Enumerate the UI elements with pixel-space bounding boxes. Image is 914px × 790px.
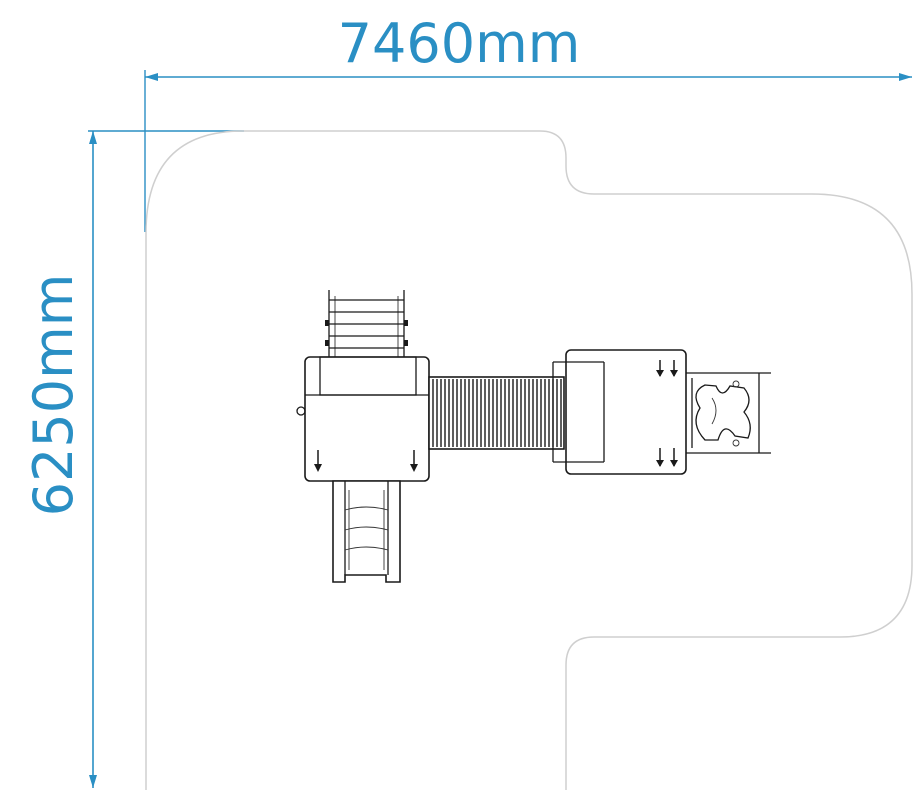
width-arrow-right <box>899 73 912 81</box>
slide <box>332 480 401 583</box>
climbing-ladder <box>325 290 408 358</box>
safety-zone-outline <box>145 130 913 790</box>
height-arrow-top <box>89 131 97 144</box>
platform-right <box>552 349 687 475</box>
width-arrow-left <box>145 73 158 81</box>
height-label: 6250mm <box>22 274 85 517</box>
crawl-tunnel <box>428 376 565 450</box>
play-structure <box>296 290 771 583</box>
width-dimension: 7460mm <box>144 12 912 232</box>
platform-left <box>296 356 430 482</box>
height-dimension: 6250mm <box>22 130 244 788</box>
height-arrow-bottom <box>89 775 97 788</box>
climbing-wall <box>686 372 771 454</box>
width-label: 7460mm <box>338 12 581 75</box>
